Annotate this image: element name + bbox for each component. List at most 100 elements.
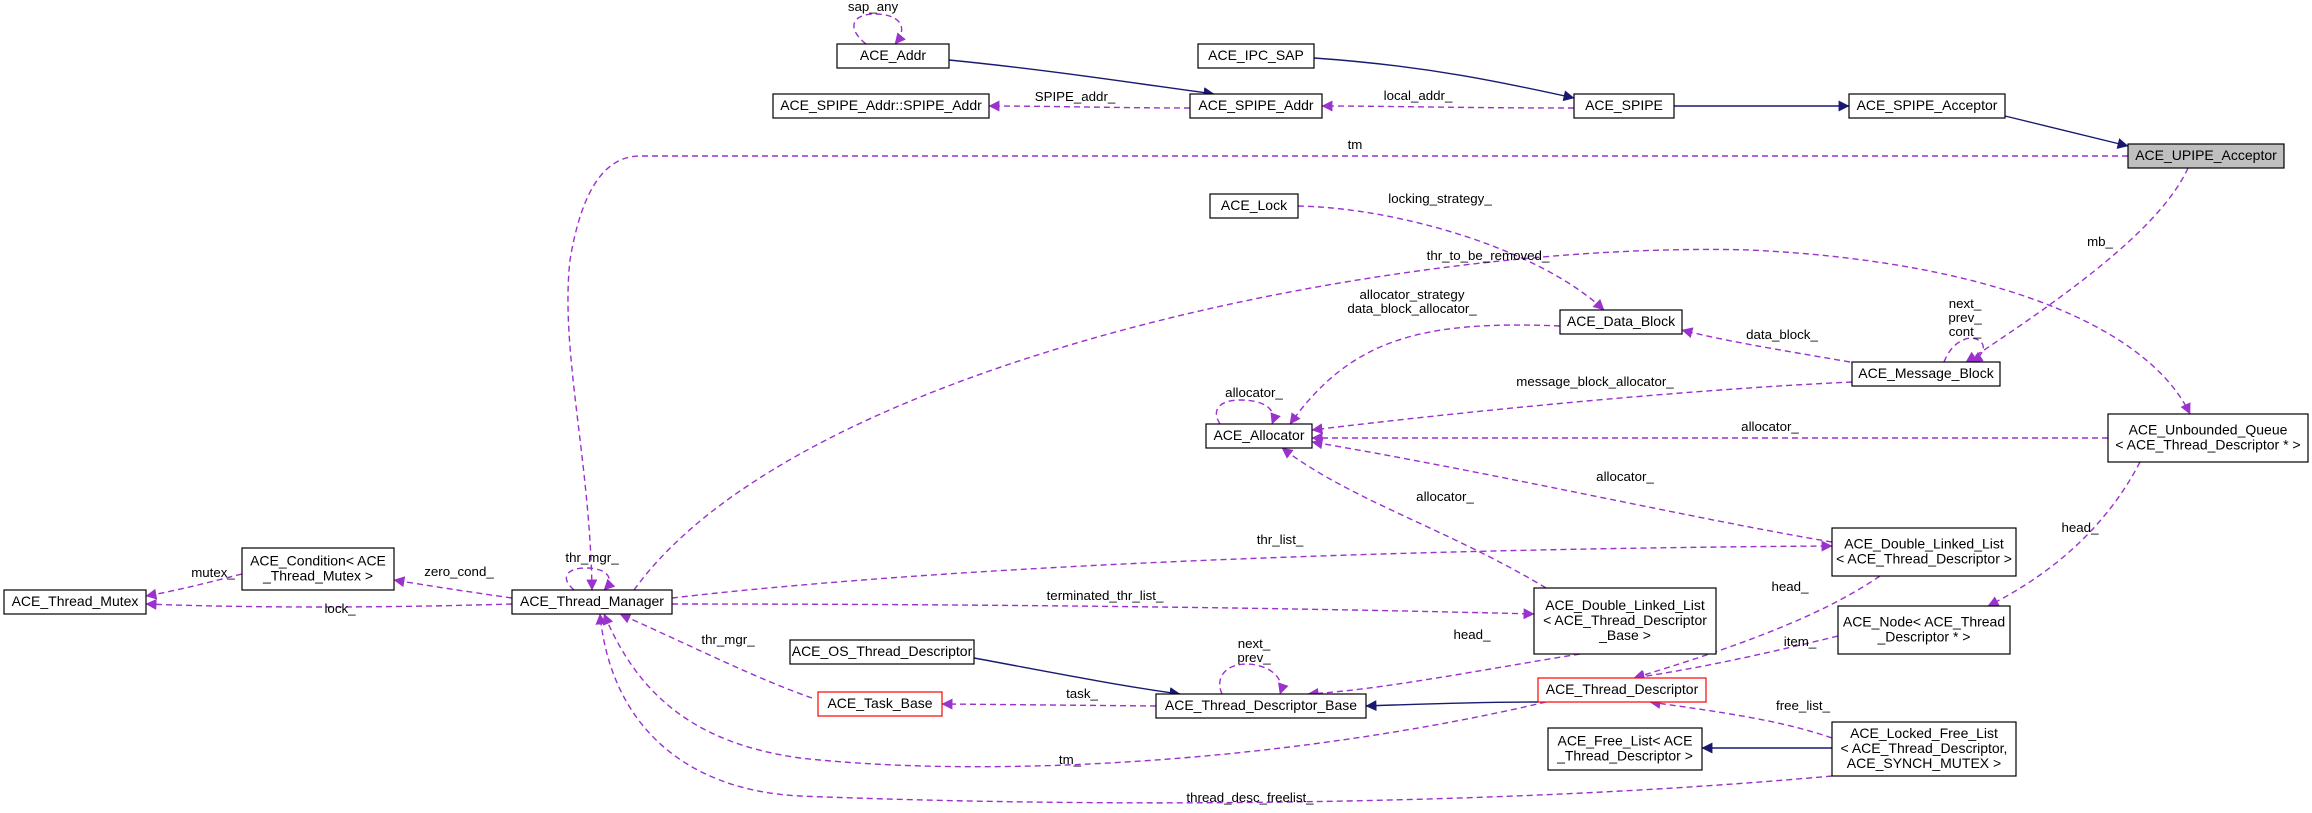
- class-box: [1559, 309, 1683, 335]
- edge-label-locked_free_list-to-thread_manager: thread_desc_freelist_: [1186, 790, 1314, 805]
- edge-label-thread_manager-to-task_base: thr_mgr_: [701, 632, 755, 647]
- class-name: ACE_Double_Linked_List: [1545, 597, 1705, 613]
- class-name: < ACE_Thread_Descriptor: [1543, 612, 1707, 628]
- class-box: [1197, 43, 1315, 69]
- edge-allocator-to-allocator: [1215, 399, 1281, 425]
- class-node-task-base[interactable]: ACE_Task_Base: [817, 691, 943, 717]
- class-node-unbounded-queue[interactable]: ACE_Unbounded_Queue< ACE_Thread_Descript…: [2107, 413, 2309, 463]
- edge-condition-to-thread_manager: [393, 576, 513, 599]
- edge-label-condition-to-thread_manager: zero_cond_: [424, 564, 494, 579]
- class-name: < ACE_Thread_Descriptor,: [1841, 740, 2008, 756]
- class-node-spipe-acceptor[interactable]: ACE_SPIPE_Acceptor: [1848, 93, 2006, 119]
- edge-thread_descriptor-to-locked_free_list: [1649, 698, 1833, 739]
- class-node-upipe-acceptor[interactable]: ACE_UPIPE_Acceptor: [2127, 143, 2285, 169]
- edge-label-dll_td-to-thread_manager: thr_list_: [1257, 532, 1304, 547]
- edge-allocator-to-dll_td: [1311, 438, 1833, 543]
- class-node-thread-mutex[interactable]: ACE_Thread_Mutex: [3, 589, 147, 615]
- class-name: ACE_Thread_Mutex: [12, 593, 139, 609]
- edge-label-spipe_addr_struct-to-spipe_addr: SPIPE_addr_: [1035, 89, 1116, 104]
- class-box: [1537, 677, 1707, 703]
- edge-label-data_block-to-message_block: data_block_: [1746, 327, 1818, 342]
- class-box: [789, 639, 975, 665]
- class-node-spipe[interactable]: ACE_SPIPE: [1573, 93, 1675, 119]
- edge-unbounded_queue-to-thread_manager: [633, 248, 2191, 591]
- class-box: [1837, 605, 2011, 655]
- class-name: ACE_Data_Block: [1567, 313, 1676, 329]
- class-node-addr[interactable]: ACE_Addr: [836, 43, 950, 69]
- class-node-condition[interactable]: ACE_Condition< ACE_Thread_Mutex >: [241, 547, 395, 591]
- class-name: ACE_Task_Base: [827, 695, 932, 711]
- class-node-thread-descriptor[interactable]: ACE_Thread_Descriptor: [1537, 677, 1707, 703]
- class-name: ACE_SPIPE_Acceptor: [1857, 97, 1998, 113]
- edge-label-thread_manager-to-upipe_acceptor: tm: [1348, 137, 1363, 152]
- edge-allocator-to-dll_tdb: [1281, 447, 1547, 589]
- class-box: [772, 93, 990, 119]
- class-node-free-list[interactable]: ACE_Free_List< ACE_Thread_Descriptor >: [1547, 727, 1703, 771]
- edge-thread_descriptor-to-node_td: [1633, 635, 1839, 682]
- class-node-message-block[interactable]: ACE_Message_Block: [1851, 361, 2001, 387]
- class-box: [1209, 193, 1299, 219]
- edge-thread_manager-to-thread_descriptor: [602, 613, 1547, 768]
- class-box: [3, 589, 147, 615]
- class-box: [2107, 413, 2309, 463]
- class-box: [1205, 423, 1313, 449]
- class-name: ACE_SPIPE_Addr: [1198, 97, 1314, 113]
- class-name: ACE_IPC_SAP: [1208, 47, 1304, 63]
- class-name: ACE_Unbounded_Queue: [2129, 422, 2288, 438]
- class-node-thread-manager[interactable]: ACE_Thread_Manager: [511, 589, 673, 615]
- edge-locked_free_list-to-thread_manager: [595, 613, 1833, 804]
- class-name: ACE_Thread_Descriptor_Base: [1165, 697, 1357, 713]
- edge-addr-to-addr: [853, 13, 906, 45]
- edge-spipe_addr-to-spipe: [1321, 100, 1575, 112]
- edge-label-thread_descriptor-to-dll_td: head_: [1772, 579, 1810, 594]
- class-name: ACE_Double_Linked_List: [1844, 536, 2004, 552]
- edge-label-thread_descriptor-to-locked_free_list: free_list_: [1776, 698, 1831, 713]
- class-node-data-block[interactable]: ACE_Data_Block: [1559, 309, 1683, 335]
- class-name: ACE_Locked_Free_List: [1850, 725, 1998, 741]
- class-name: ACE_Node< ACE_Thread: [1843, 614, 2005, 630]
- edge-label-dll_tdb-to-thread_manager: terminated_thr_list_: [1047, 588, 1164, 603]
- edge-label-allocator-to-unbounded_queue: allocator_: [1741, 419, 1799, 434]
- edge-label-thread_mutex-to-thread_manager: lock_: [324, 601, 356, 616]
- edge-thread_manager-to-upipe_acceptor: [567, 155, 2128, 591]
- edge-label-addr-to-addr: sap_any: [848, 0, 899, 14]
- class-name: < ACE_Thread_Descriptor * >: [2115, 437, 2300, 453]
- edge-label-thread_mutex-to-condition: mutex_: [191, 565, 235, 580]
- class-name: ACE_SPIPE: [1585, 97, 1663, 113]
- class-name: < ACE_Thread_Descriptor >: [1836, 551, 2012, 567]
- class-node-thread-descriptor-base[interactable]: ACE_Thread_Descriptor_Base: [1155, 693, 1367, 719]
- class-node-locked-free-list[interactable]: ACE_Locked_Free_List< ACE_Thread_Descrip…: [1831, 721, 2017, 777]
- class-node-dll-tdb[interactable]: ACE_Double_Linked_List< ACE_Thread_Descr…: [1533, 587, 1717, 655]
- class-name: ACE_SPIPE_Addr::SPIPE_Addr: [780, 97, 982, 113]
- class-node-os-thread-descriptor[interactable]: ACE_OS_Thread_Descriptor: [789, 639, 975, 665]
- edge-thread_descriptor_base-to-thread_descriptor: [1365, 700, 1539, 712]
- class-box: [1573, 93, 1675, 119]
- class-box: [817, 691, 943, 717]
- class-box: [1848, 93, 2006, 119]
- class-node-node-td[interactable]: ACE_Node< ACE_Thread_Descriptor * >: [1837, 605, 2011, 655]
- class-box: [241, 547, 395, 591]
- class-node-ipc-sap[interactable]: ACE_IPC_SAP: [1197, 43, 1315, 69]
- edge-ipc_sap-to-spipe: [1313, 57, 1575, 102]
- edge-thread_mutex-to-thread_manager: [145, 598, 513, 610]
- edge-label-lock-to-data_block: locking_strategy_: [1388, 191, 1492, 206]
- class-node-allocator[interactable]: ACE_Allocator: [1205, 423, 1313, 449]
- class-name: ACE_Free_List< ACE: [1557, 733, 1692, 749]
- class-box: [2127, 143, 2285, 169]
- class-name: ACE_Lock: [1221, 197, 1288, 213]
- class-node-spipe-addr-struct[interactable]: ACE_SPIPE_Addr::SPIPE_Addr: [772, 93, 990, 119]
- class-box: [1189, 93, 1323, 119]
- edge-dll_td-to-thread_manager: [671, 540, 1833, 599]
- class-node-spipe-addr[interactable]: ACE_SPIPE_Addr: [1189, 93, 1323, 119]
- edge-label-message_block-to-message_block: next_prev_cont_: [1948, 296, 1982, 339]
- edge-label-allocator-to-dll_td: allocator_: [1596, 469, 1654, 484]
- class-name: ACE_OS_Thread_Descriptor: [792, 643, 973, 659]
- edge-spipe_acceptor-to-upipe_acceptor: [2004, 115, 2129, 149]
- edge-label-thread_descriptor_base-to-dll_tdb: head_: [1454, 627, 1492, 642]
- class-node-lock[interactable]: ACE_Lock: [1209, 193, 1299, 219]
- class-node-dll-td[interactable]: ACE_Double_Linked_List< ACE_Thread_Descr…: [1831, 527, 2017, 577]
- edge-label-thread_manager-to-thread_manager: thr_mgr_: [565, 550, 619, 565]
